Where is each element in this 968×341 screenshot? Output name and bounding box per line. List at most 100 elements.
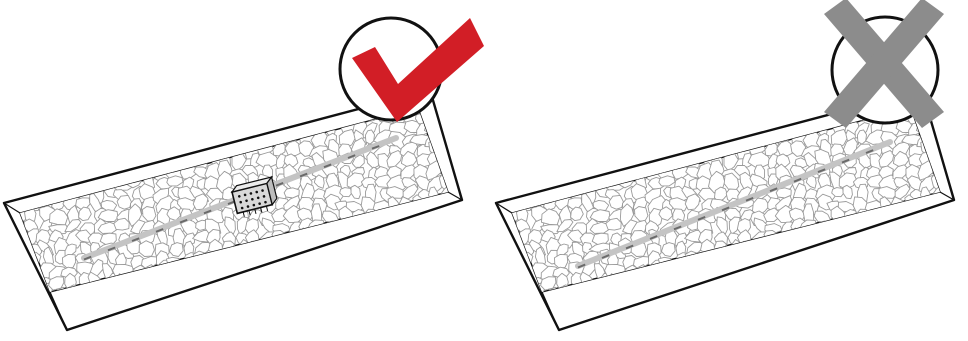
gravel-stone	[647, 117, 665, 133]
gravel-stone	[509, 276, 521, 288]
gravel-stone	[647, 143, 664, 159]
gravel-stone	[790, 100, 802, 117]
gravel-stone	[445, 265, 459, 279]
gravel-stone	[660, 121, 677, 135]
gravel-stone	[67, 285, 83, 296]
gravel-stone	[168, 121, 185, 135]
gravel-stone	[10, 163, 28, 180]
gravel-stone	[99, 101, 121, 114]
gravel-stone	[880, 263, 895, 274]
gravel-stone	[711, 119, 726, 136]
gravel-stone	[61, 155, 78, 171]
gravel-stone	[727, 109, 742, 122]
gravel-stone	[546, 96, 557, 113]
gravel-stone	[710, 97, 725, 112]
gravel-stone	[727, 99, 739, 114]
gravel-stone	[128, 282, 140, 298]
gravel-stone	[893, 219, 907, 235]
gravel-stone	[184, 106, 199, 125]
gravel-stone	[893, 264, 908, 277]
gravel-stone	[325, 273, 335, 294]
gravel-stone	[389, 244, 400, 257]
gravel-stone	[571, 119, 584, 134]
gravel-stone	[803, 282, 815, 301]
gravel-stone	[443, 218, 457, 236]
gravel-stone	[597, 284, 612, 297]
gravel-stone	[608, 274, 622, 293]
gravel-stone	[518, 87, 531, 100]
gravel-stone	[922, 286, 937, 302]
gravel-stone	[378, 286, 393, 300]
gravel-stone	[29, 113, 44, 129]
gravel-stone	[104, 129, 121, 147]
gravel-stone	[897, 253, 909, 268]
gravel-stone	[726, 122, 737, 135]
gravel-stone	[37, 84, 52, 100]
gravel-stone	[363, 268, 383, 279]
gravel-stone	[936, 239, 950, 258]
gravel-stone	[427, 277, 444, 290]
gravel-stone	[194, 98, 207, 115]
gravel-stone	[223, 254, 237, 267]
gravel-stone	[580, 110, 599, 124]
gravel-stone	[841, 239, 857, 255]
gravel-stone	[119, 108, 134, 127]
gravel-stone	[557, 220, 573, 232]
gravel-stone	[791, 283, 807, 299]
gravel-stone	[919, 241, 934, 256]
gravel-stone	[508, 142, 521, 159]
gravel-stone	[569, 109, 586, 122]
gravel-stone	[924, 223, 936, 233]
gravel-stone	[297, 273, 316, 288]
gravel-stone	[193, 251, 213, 266]
gravel-stone	[844, 261, 860, 277]
gravel-stone	[118, 144, 134, 159]
gravel-stone	[543, 120, 557, 136]
gravel-stone	[504, 119, 519, 133]
gravel-stone	[285, 99, 300, 113]
gravel-stone	[352, 261, 368, 277]
gravel-stone	[696, 112, 713, 126]
gravel-stone	[937, 265, 951, 279]
gravel-stone	[77, 109, 94, 122]
gravel-stone	[362, 236, 375, 247]
gravel-stone	[117, 133, 131, 146]
gravel-stone	[832, 250, 846, 268]
gravel-stone	[534, 107, 550, 126]
gravel-stone	[924, 250, 936, 270]
gravel-stone	[787, 88, 803, 101]
gravel-stone	[444, 253, 458, 264]
gravel-stone	[505, 131, 521, 146]
gravel-stone	[648, 276, 662, 287]
gravel-stone	[219, 119, 234, 136]
gravel-stone	[556, 108, 573, 123]
gravel-stone	[672, 100, 689, 112]
gravel-stone	[27, 97, 35, 117]
gravel-stone	[91, 120, 110, 136]
gravel-stone	[583, 87, 593, 101]
gravel-stone	[857, 130, 866, 144]
gravel-stone	[91, 87, 101, 101]
gravel-stone	[404, 229, 422, 249]
gravel-stone	[313, 252, 323, 268]
gravel-stone	[353, 210, 365, 224]
gravel-stone	[327, 243, 336, 258]
gravel-stone	[319, 97, 339, 111]
gravel-stone	[90, 286, 107, 297]
gravel-stone	[351, 185, 360, 198]
gravel-stone	[686, 98, 699, 115]
gravel-stone	[16, 142, 29, 159]
gravel-stone	[231, 275, 247, 287]
gravel-stone	[932, 282, 947, 305]
gravel-stone	[723, 275, 739, 287]
gravel-stone	[514, 288, 530, 303]
gravel-stone	[432, 250, 444, 270]
gravel-stone	[405, 245, 418, 257]
gravel-stone	[350, 253, 363, 265]
gravel-stone	[830, 275, 844, 289]
gravel-stone	[324, 88, 341, 102]
gravel-stone	[726, 251, 740, 265]
gravel-stone	[775, 265, 790, 281]
gravel-stone	[170, 243, 184, 257]
gravel-stone	[63, 144, 75, 156]
